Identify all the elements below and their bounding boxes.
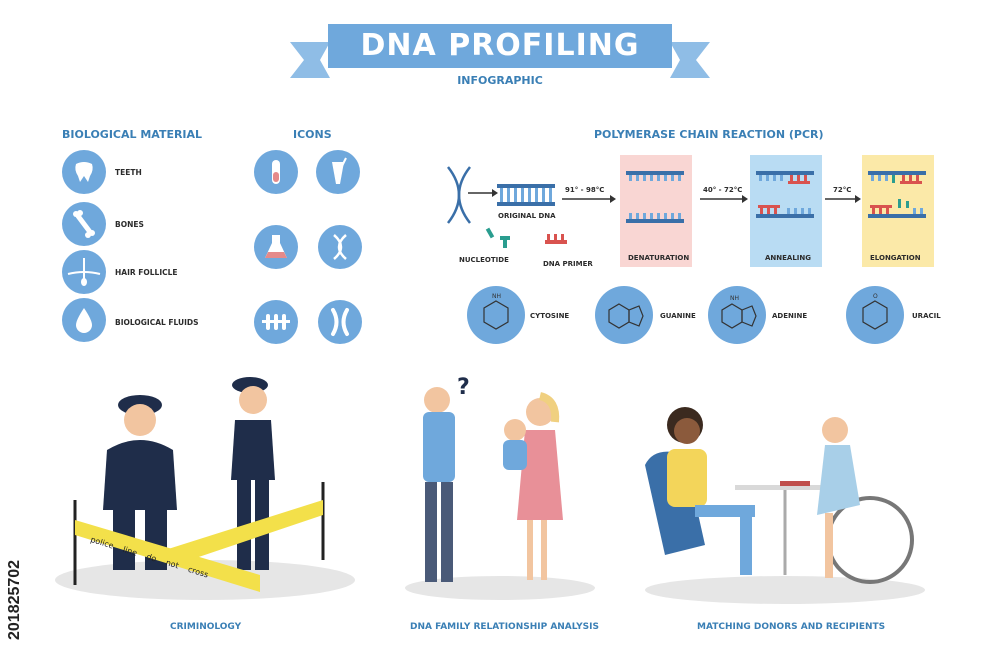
temp-label-2: 40° - 72°C [703, 186, 743, 194]
uracil-label: URACIL [912, 312, 941, 320]
arrow-1-icon [468, 189, 498, 197]
dna-strand-icon [447, 166, 471, 224]
original-dna-label: ORIGINAL DNA [498, 212, 556, 220]
stock-id-strip: 201825702 [0, 420, 30, 650]
tooth-icon [62, 150, 106, 194]
elongation-panel [862, 155, 934, 267]
biological-heading: BIOLOGICAL MATERIAL [62, 128, 203, 141]
family-caption: DNA FAMILY RELATIONSHIP ANALYSIS [410, 622, 599, 632]
donors-caption: MATCHING DONORS AND RECIPIENTS [697, 622, 886, 632]
page-subtitle: INFOGRAPHIC [457, 74, 543, 87]
nucleotide-label: NUCLEOTIDE [459, 256, 509, 264]
flask-icon [254, 225, 298, 269]
arrow-2-icon [562, 195, 616, 203]
temp-label-1: 91° - 98°C [565, 186, 605, 194]
dna-primer-icon [545, 234, 567, 244]
annealing-label: ANNEALING [765, 254, 812, 262]
test-tube-icon [254, 150, 298, 194]
page-title: DNA PROFILING [360, 28, 640, 63]
guanine-label: GUANINE [660, 312, 696, 320]
pcr-heading: POLYMERASE CHAIN REACTION (PCR) [594, 128, 824, 141]
adenine-label: ADENINE [772, 312, 808, 320]
sample-tube-icon [316, 150, 360, 194]
arrow-4-icon [825, 195, 861, 203]
test-tubes-rack-icon [254, 300, 298, 344]
adenine-icon: NH [708, 286, 766, 344]
annealing-panel [750, 155, 822, 267]
elongation-label: ELONGATION [870, 254, 921, 262]
arrow-3-icon [700, 195, 748, 203]
svg-text:NH: NH [730, 295, 739, 302]
criminology-scene [55, 377, 355, 600]
nucleotide-icon [485, 227, 510, 248]
uracil-icon: O [846, 286, 904, 344]
cytosine-icon: NH [467, 286, 525, 344]
chromosome-icon [318, 300, 362, 344]
guanine-icon [595, 286, 653, 344]
svg-text:O: O [873, 293, 878, 300]
denaturation-panel [620, 155, 692, 267]
drop-icon [62, 298, 106, 342]
criminology-caption: CRIMINOLOGY [170, 622, 242, 632]
title-banner [290, 24, 710, 78]
hair-follicle-icon [62, 250, 106, 294]
item-label-teeth: TEETH [115, 168, 142, 177]
svg-text:?: ? [457, 375, 470, 400]
denaturation-label: DENATURATION [628, 254, 690, 262]
donors-scene [645, 407, 925, 604]
dna-primer-label: DNA PRIMER [543, 260, 593, 268]
item-label-bones: BONES [115, 220, 144, 229]
item-label-fluids: BIOLOGICAL FLUIDS [115, 318, 199, 327]
cytosine-label: CYTOSINE [530, 312, 570, 320]
icons-heading: ICONS [293, 128, 332, 141]
item-label-hair: HAIR FOLLICLE [115, 268, 178, 277]
family-scene: ? [405, 375, 595, 600]
bone-icon [62, 202, 106, 246]
temp-label-3: 72°C [833, 186, 852, 194]
stock-id: 201825702 [6, 559, 23, 640]
dna-helix-icon [318, 225, 362, 269]
svg-text:NH: NH [492, 293, 501, 300]
original-dna-graphic [497, 184, 555, 206]
